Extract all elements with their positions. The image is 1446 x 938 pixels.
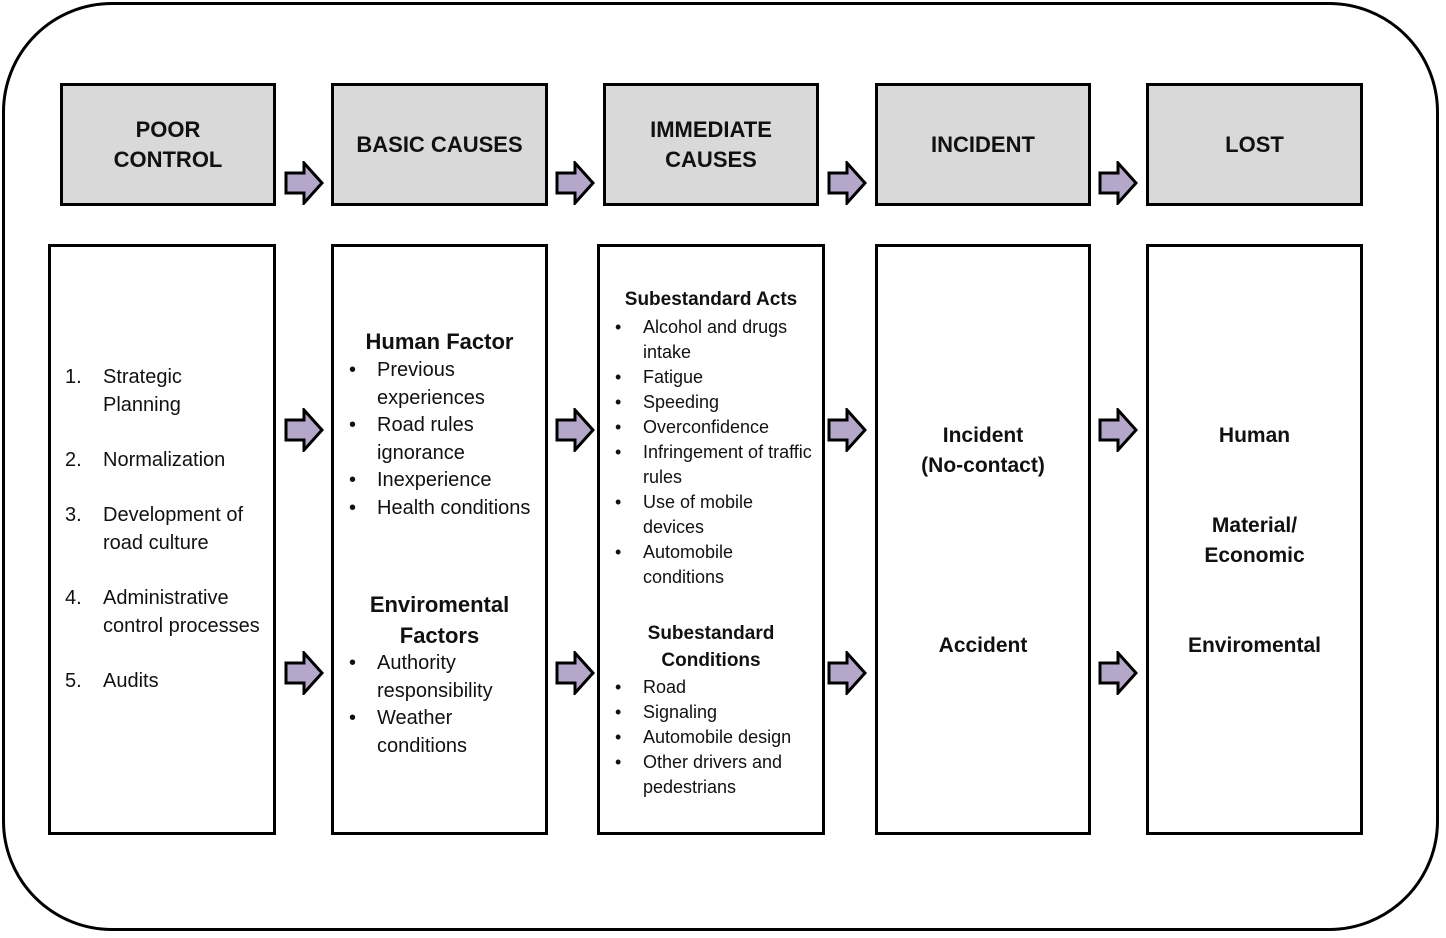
substandard-conditions-title: Subestandard Conditions <box>647 623 775 671</box>
header-lost: LOST <box>1146 83 1363 206</box>
human-factor-title: Human Factor <box>365 329 514 354</box>
list-item: Alcohol and drugs intake <box>615 315 818 365</box>
list-item: Previous experiences <box>349 357 541 412</box>
header-immediate-causes: IMMEDIATE CAUSES <box>603 83 819 206</box>
list-item: Road rules ignorance <box>349 412 541 467</box>
arrow-right-icon <box>1098 651 1138 695</box>
header-incident: INCIDENT <box>875 83 1091 206</box>
list-item: Weather conditions <box>349 705 541 760</box>
header-poor-control: POOR CONTROL <box>60 83 276 206</box>
list-item: Fatigue <box>615 365 818 390</box>
list-item: Automobile conditions <box>615 540 818 590</box>
poor-control-list: 1.Strategic Planning 2.Normalization 3.D… <box>65 363 263 722</box>
lost-box: Human Material/ Economic Enviromental <box>1146 244 1363 835</box>
arrow-right-icon <box>1098 161 1138 205</box>
accident-label: Accident <box>938 634 1028 657</box>
lost-environmental-label: Enviromental <box>1187 634 1322 657</box>
substandard-acts-title: Subestandard Acts <box>624 289 798 310</box>
arrow-right-icon <box>827 161 867 205</box>
substandard-acts-list: Alcohol and drugs intake Fatigue Speedin… <box>615 315 818 590</box>
list-item: Other drivers and pedestrians <box>615 750 818 800</box>
list-item: 2.Normalization <box>65 449 226 471</box>
list-item: Use of mobile devices <box>615 490 818 540</box>
list-item: Authority responsibility <box>349 650 541 705</box>
arrow-right-icon <box>555 408 595 452</box>
list-item: Overconfidence <box>615 415 818 440</box>
list-item: 1.Strategic Planning <box>65 366 182 416</box>
incident-box: Incident (No-contact) Accident <box>875 244 1091 835</box>
arrow-right-icon <box>827 408 867 452</box>
substandard-conditions-list: Road Signaling Automobile design Other d… <box>615 675 818 800</box>
list-item: Signaling <box>615 700 818 725</box>
list-item: 5.Audits <box>65 670 159 692</box>
list-item: Road <box>615 675 818 700</box>
immediate-causes-box: Subestandard Acts Alcohol and drugs inta… <box>597 244 825 835</box>
arrow-right-icon <box>555 161 595 205</box>
list-item: Inexperience <box>349 467 541 495</box>
list-item: Health conditions <box>349 495 541 523</box>
arrow-right-icon <box>284 651 324 695</box>
environmental-factors-list: Authority responsibility Weather conditi… <box>349 650 541 760</box>
arrow-right-icon <box>555 651 595 695</box>
list-item: Speeding <box>615 390 818 415</box>
human-factor-list: Previous experiences Road rules ignoranc… <box>349 357 541 523</box>
poor-control-box: 1.Strategic Planning 2.Normalization 3.D… <box>48 244 276 835</box>
list-item: 4.Administrative control processes <box>65 587 260 637</box>
lost-material-economic-label: Material/ Economic <box>1204 514 1305 567</box>
list-item: Automobile design <box>615 725 818 750</box>
environmental-factors-title: Enviromental Factors <box>369 592 510 648</box>
list-item: 3.Development of road culture <box>65 504 244 554</box>
incident-no-contact-label: Incident (No-contact) <box>921 424 1045 477</box>
arrow-right-icon <box>1098 408 1138 452</box>
lost-human-label: Human <box>1218 424 1291 447</box>
list-item: Infringement of traffic rules <box>615 440 818 490</box>
arrow-right-icon <box>284 408 324 452</box>
arrow-right-icon <box>284 161 324 205</box>
basic-causes-box: Human Factor Previous experiences Road r… <box>331 244 548 835</box>
arrow-right-icon <box>827 651 867 695</box>
header-basic-causes: BASIC CAUSES <box>331 83 548 206</box>
